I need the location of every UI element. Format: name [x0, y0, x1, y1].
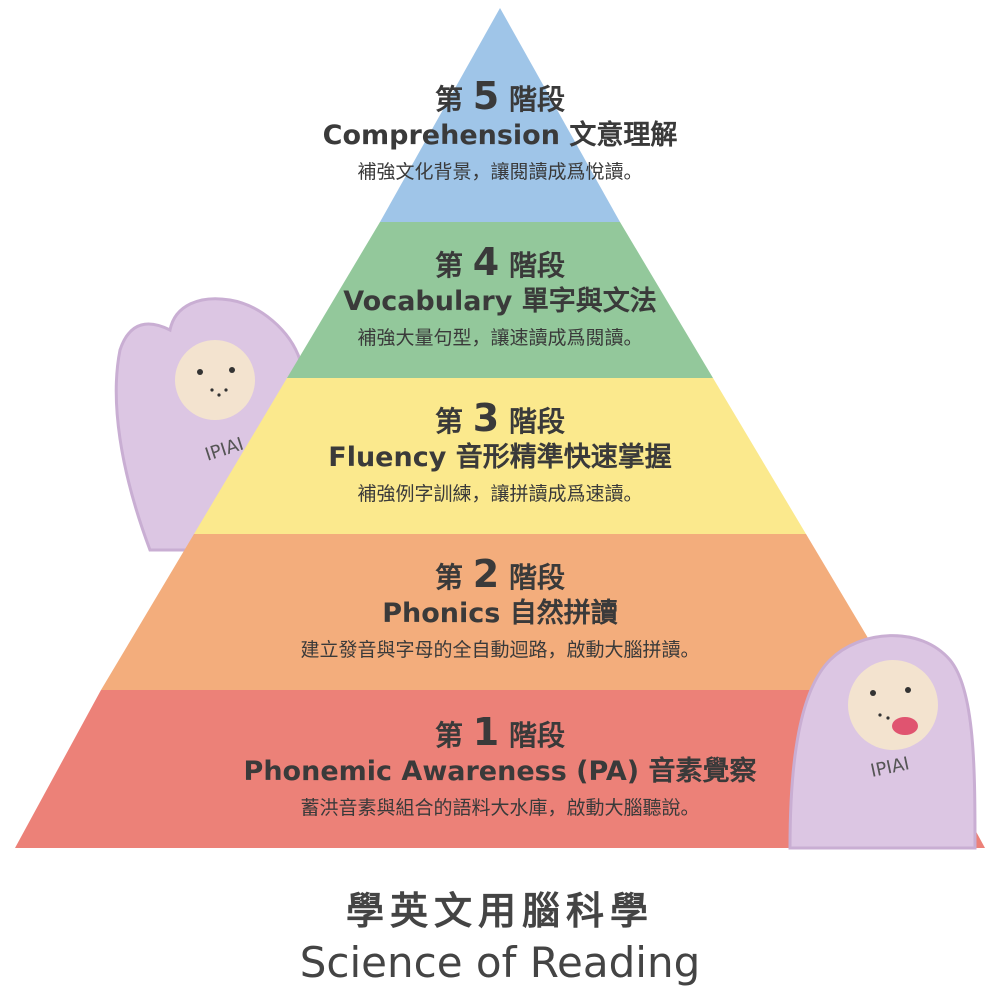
tier-3-desc: 補強例字訓練，讓拼讀成爲速讀。	[357, 483, 643, 505]
tier-3-band	[194, 378, 806, 534]
tier-1-band	[15, 690, 985, 848]
tier-1: 第 1 階段 Phonemic Awareness (PA) 音素覺察 蓄洪音素…	[150, 710, 850, 822]
footer-title-zh: 學英文用腦科學	[345, 889, 654, 933]
footer-title-en: Science of Reading	[299, 938, 701, 987]
tier-4-title: 第 4 階段	[435, 240, 565, 284]
tier-3-title: 第 3 階段	[435, 396, 565, 440]
tier-5-title: 第 5 階段	[435, 74, 565, 118]
tier-4: 第 4 階段 Vocabulary 單字與文法 補強大量句型，讓速讀成爲閱讀。	[200, 240, 800, 352]
pyramid-tiers	[15, 8, 985, 848]
tier-2-desc: 建立發音與字母的全自動迴路，啟動大腦拼讀。	[300, 639, 700, 661]
tier-1-desc: 蓄洪音素與組合的語料大水庫，啟動大腦聽說。	[300, 797, 700, 819]
tier-2-title: 第 2 階段	[435, 552, 565, 596]
tier-1-title: 第 1 階段	[435, 710, 565, 754]
tier-5-desc: 補強文化背景，讓閱讀成爲悅讀。	[357, 161, 643, 183]
tier-4-name: Vocabulary 單字與文法	[343, 286, 657, 317]
tier-4-band	[287, 222, 713, 378]
tier-1-name: Phonemic Awareness (PA) 音素覺察	[243, 756, 757, 787]
tier-3: 第 3 階段 Fluency 音形精準快速掌握 補強例字訓練，讓拼讀成爲速讀。	[200, 396, 800, 508]
tier-2-band	[101, 534, 899, 690]
tier-5: 第 5 階段 Comprehension 文意理解 補強文化背景，讓閱讀成爲悅讀…	[200, 74, 800, 186]
tier-4-desc: 補強大量句型，讓速讀成爲閱讀。	[357, 327, 643, 349]
tier-5-band	[380, 8, 620, 222]
tier-3-name: Fluency 音形精準快速掌握	[328, 442, 672, 473]
tier-2: 第 2 階段 Phonics 自然拼讀 建立發音與字母的全自動迴路，啟動大腦拼讀…	[200, 552, 800, 664]
tier-5-name: Comprehension 文意理解	[322, 120, 678, 151]
mascot-right: IPIAI	[788, 634, 977, 850]
tier-2-name: Phonics 自然拼讀	[382, 598, 618, 629]
